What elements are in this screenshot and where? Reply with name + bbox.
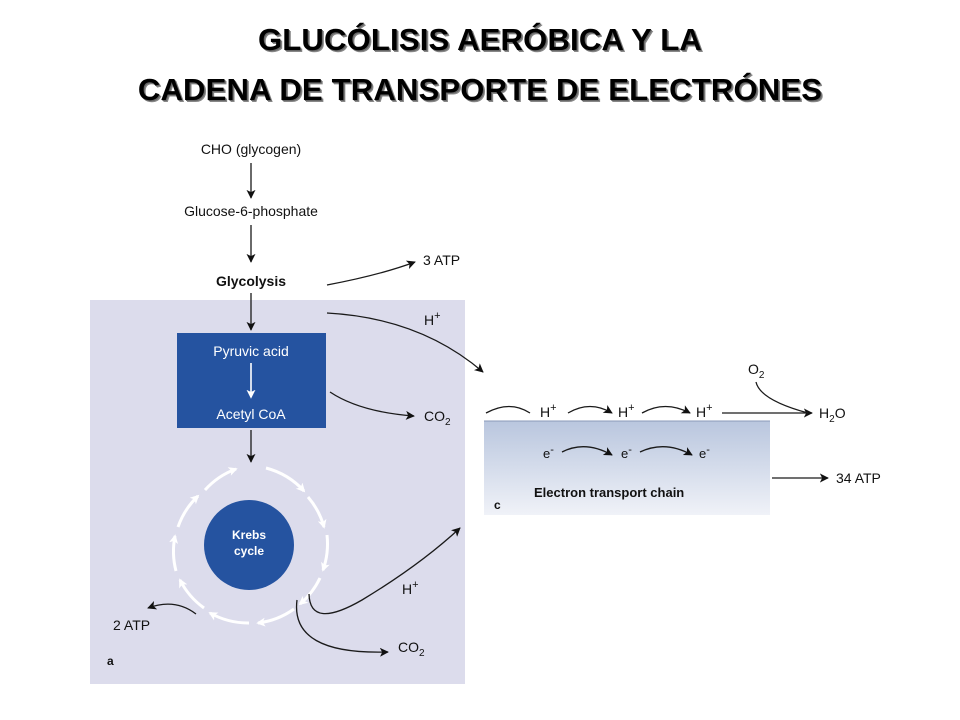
electron-2: e- [621,444,632,461]
o2-label: O2 [748,361,765,381]
h-plus-krebs-label: H+ [402,579,419,597]
etc-h-plus-1: H+ [540,402,557,420]
etc-label: Electron transport chain [534,485,684,500]
panel-a-label: a [107,654,114,668]
etc-h-plus-3: H+ [696,402,713,420]
glycolysis-label: Glycolysis [216,273,286,289]
krebs-circle [204,500,294,590]
electron-1: e- [543,444,554,461]
co2-acetyl-label: CO2 [424,408,451,428]
acetyl-coa-label: Acetyl CoA [216,406,286,422]
cho-glycogen-label: CHO (glycogen) [201,141,301,157]
krebs-label: Krebs [232,528,266,542]
title-line-2: CADENA DE TRANSPORTE DE ELECTRÓNES [137,72,823,107]
h-plus-top-label: H+ [424,310,441,328]
cycle-label: cycle [234,544,264,558]
title-line-1: GLUCÓLISIS AERÓBICA Y LA [257,22,702,57]
pathway-arrows [147,163,829,657]
h2o-label: H2O [819,405,846,425]
etc-box [484,421,770,515]
atp-2-label: 2 ATP [113,617,150,633]
panel-c-label: c [494,498,501,512]
etc-h-plus-2: H+ [618,402,635,420]
krebs-cycle-arrows [169,466,330,627]
atp-3-label: 3 ATP [423,252,460,268]
electron-3: e- [699,444,710,461]
co2-krebs-label: CO2 [398,639,425,659]
atp-34-label: 34 ATP [836,470,881,486]
glucose-6-phosphate-label: Glucose-6-phosphate [184,203,318,219]
pyruvic-acid-label: Pyruvic acid [213,343,288,359]
